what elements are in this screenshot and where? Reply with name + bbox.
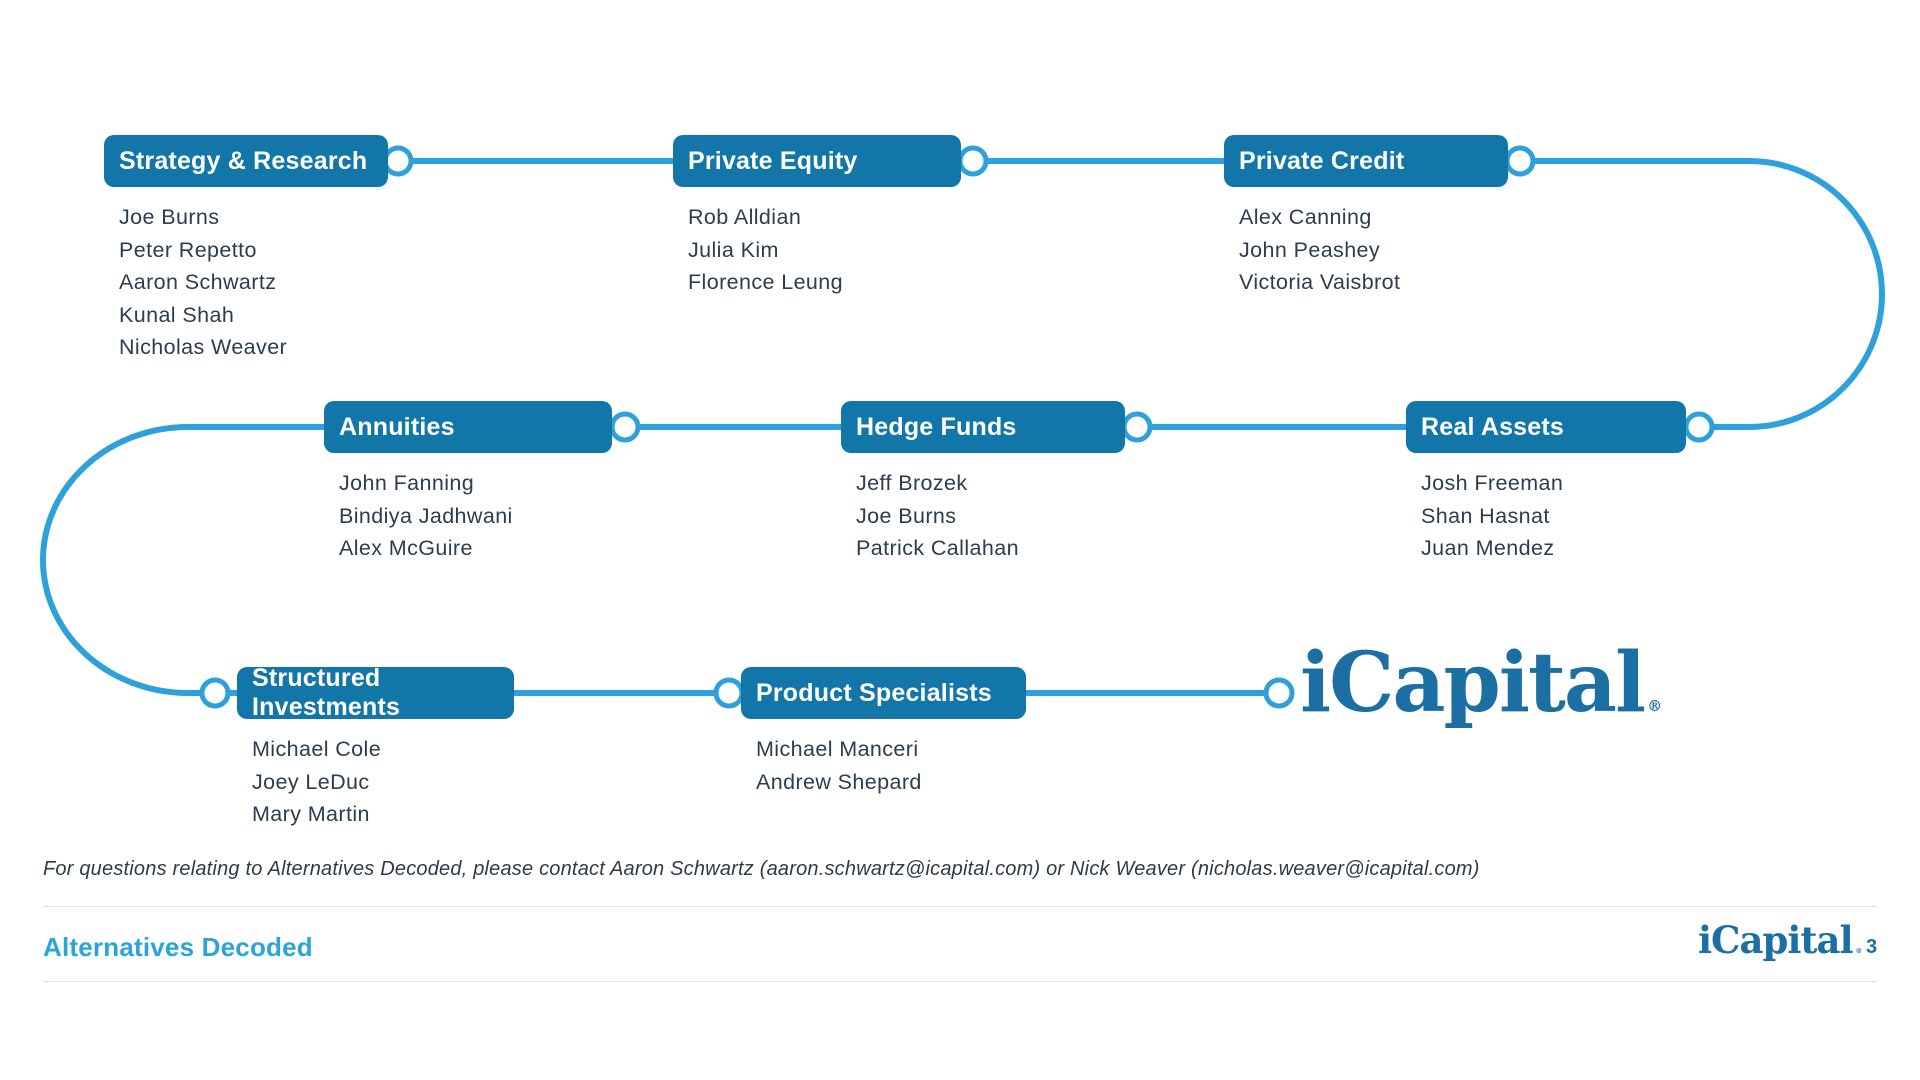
member-name: Shan Hasnat bbox=[1421, 503, 1550, 528]
member-name: Joey LeDuc bbox=[252, 769, 370, 794]
group-label: Real Assets bbox=[1421, 412, 1565, 441]
group-label: Hedge Funds bbox=[856, 412, 1017, 441]
member-name: Josh Freeman bbox=[1421, 471, 1564, 495]
connector-node bbox=[1121, 411, 1153, 443]
member-name: Patrick Callahan bbox=[856, 536, 1019, 560]
member-name: Michael Manceri bbox=[756, 737, 919, 761]
group-box: Private Credit bbox=[1224, 135, 1508, 187]
member-name: Julia Kim bbox=[688, 237, 779, 262]
group-box: Structured Investments bbox=[237, 664, 514, 721]
connector-node bbox=[713, 677, 745, 709]
member-name: Rob Alldian bbox=[688, 205, 802, 229]
connector-path bbox=[40, 158, 1885, 696]
group-label: Private Equity bbox=[688, 146, 858, 175]
member-name: Jeff Brozek bbox=[856, 471, 968, 495]
connector-node bbox=[1683, 411, 1715, 443]
member-name: Joe Burns bbox=[856, 503, 957, 528]
member-name: Michael Cole bbox=[252, 737, 382, 761]
member-name: Mary Martin bbox=[252, 802, 370, 826]
group-label: Strategy & Research bbox=[119, 146, 368, 175]
connector-node bbox=[1504, 145, 1536, 177]
group-label: Annuities bbox=[339, 412, 455, 441]
footer-icapital-logo-text: iCapital bbox=[1698, 918, 1854, 962]
icapital-logo-text: iCapital bbox=[1300, 635, 1646, 731]
group-label: Product Specialists bbox=[756, 678, 992, 707]
contact-note: For questions relating to Alternatives D… bbox=[43, 858, 1480, 880]
divider-bottom bbox=[43, 981, 1877, 982]
group-box: Product Specialists bbox=[741, 667, 1026, 719]
member-name: Alex McGuire bbox=[339, 536, 473, 560]
group-box: Annuities bbox=[324, 401, 612, 453]
registered-mark: ® bbox=[1647, 698, 1662, 715]
connector-node bbox=[382, 145, 414, 177]
footer-icapital-logo: iCapital® bbox=[1698, 922, 1862, 959]
member-name: Peter Repetto bbox=[119, 237, 257, 262]
group-box: Private Equity bbox=[673, 135, 961, 187]
icapital-logo: iCapital® bbox=[1300, 642, 1662, 724]
page-number: 3 bbox=[1866, 936, 1878, 958]
group-label: Private Credit bbox=[1239, 146, 1405, 175]
group-box: Hedge Funds bbox=[841, 401, 1125, 453]
group-box: Strategy & Research bbox=[104, 135, 388, 187]
member-name: John Fanning bbox=[339, 471, 475, 495]
deck-title: Alternatives Decoded bbox=[43, 932, 313, 962]
member-name: Nicholas Weaver bbox=[119, 335, 288, 359]
connector-node bbox=[1263, 677, 1295, 709]
member-name: John Peashey bbox=[1239, 237, 1381, 262]
member-name: Juan Mendez bbox=[1421, 536, 1555, 560]
member-name: Alex Canning bbox=[1239, 205, 1372, 229]
member-name: Joe Burns bbox=[119, 205, 220, 229]
member-name: Bindiya Jadhwani bbox=[339, 503, 513, 528]
member-name: Florence Leung bbox=[688, 270, 844, 294]
connector-node bbox=[957, 145, 989, 177]
member-name: Victoria Vaisbrot bbox=[1239, 270, 1401, 294]
group-box: Real Assets bbox=[1406, 401, 1686, 453]
member-name: Kunal Shah bbox=[119, 302, 235, 327]
connector-node bbox=[199, 677, 231, 709]
group-label: Structured Investments bbox=[252, 664, 401, 721]
connector-node bbox=[609, 411, 641, 443]
footer-registered-mark: ® bbox=[1855, 947, 1863, 955]
member-name: Andrew Shepard bbox=[756, 769, 922, 794]
member-name: Aaron Schwartz bbox=[119, 270, 277, 294]
divider-top bbox=[43, 906, 1877, 907]
connector-nodes bbox=[199, 145, 1715, 709]
